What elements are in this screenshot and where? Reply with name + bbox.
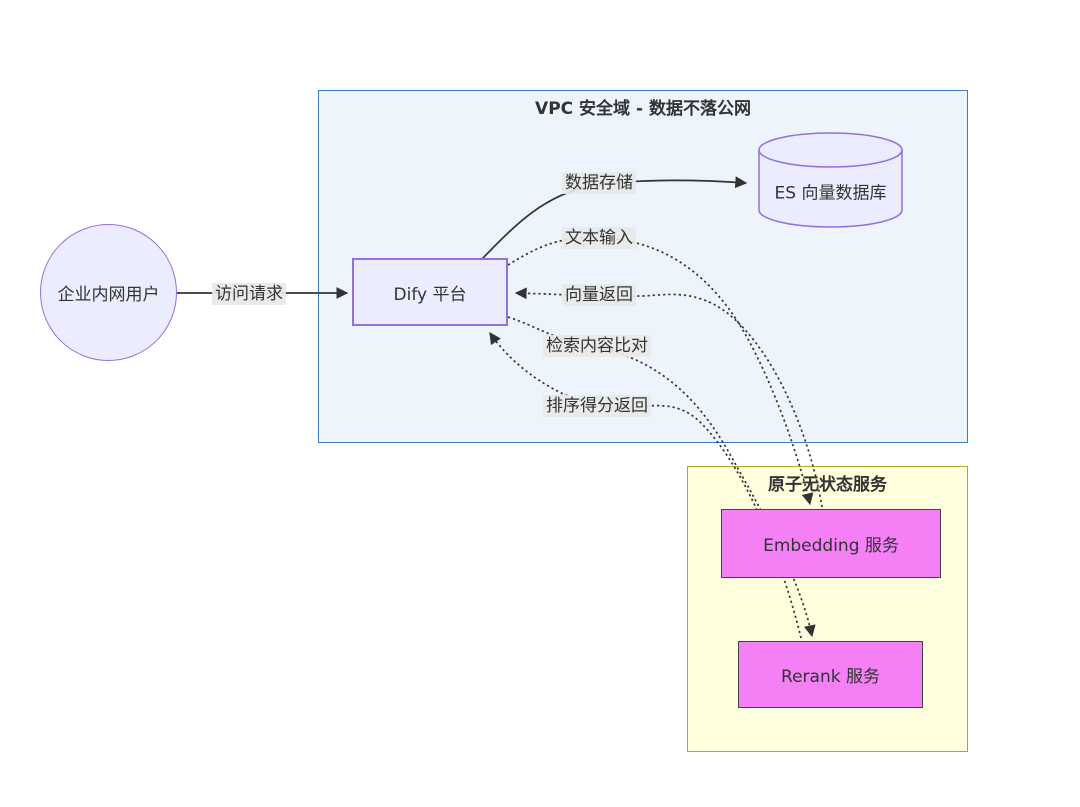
dify-node: Dify 平台 [352, 258, 508, 326]
edge-text-input-line [507, 236, 814, 506]
edge-label-vector-return: 向量返回 [562, 284, 636, 306]
services-subgraph-title: 原子无状态服务 [768, 475, 887, 495]
edge-label-text-input: 文本输入 [562, 227, 636, 249]
rerank-service-node-label: Rerank 服务 [781, 667, 880, 687]
user-node-label: 企业内网用户 [57, 285, 160, 305]
embedding-service-node: Embedding 服务 [721, 509, 941, 578]
edge-label-access-request: 访问请求 [212, 283, 286, 305]
database-cylinder-icon [758, 132, 903, 228]
user-node: 企业内网用户 [40, 224, 177, 361]
dify-node-label: Dify 平台 [393, 284, 467, 305]
es-database-node-label: ES 向量数据库 [774, 183, 887, 204]
edge-label-retrieval-compare: 检索内容比对 [543, 335, 651, 357]
embedding-service-node-label: Embedding 服务 [763, 536, 899, 556]
vpc-subgraph-title: VPC 安全域 - 数据不落公网 [535, 99, 751, 119]
edge-label-rerank-score-return: 排序得分返回 [543, 395, 651, 417]
rerank-service-node: Rerank 服务 [738, 641, 923, 708]
es-database-node: ES 向量数据库 [757, 132, 904, 228]
edge-label-data-store: 数据存储 [562, 172, 636, 194]
